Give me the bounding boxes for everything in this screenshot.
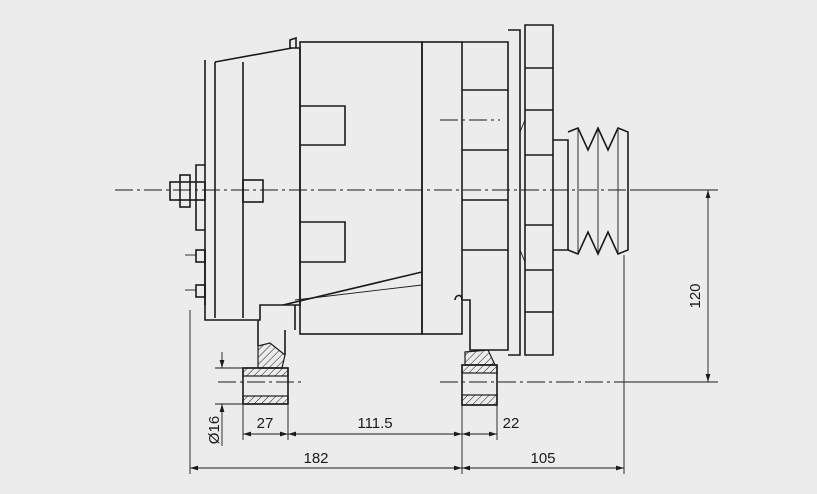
dim-27: 27 xyxy=(257,415,274,432)
alternator-body xyxy=(169,24,629,356)
dimension-lines xyxy=(190,190,711,471)
dim-22: 22 xyxy=(503,415,520,432)
dimension-labels: Ø16 27 111.5 22 182 105 120 xyxy=(206,283,704,467)
dim-182: 182 xyxy=(303,450,328,467)
dim-120: 120 xyxy=(687,283,704,308)
dim-111-5: 111.5 xyxy=(357,415,392,432)
dim-diameter-16: Ø16 xyxy=(206,416,223,444)
mounting-lugs xyxy=(242,320,498,406)
dim-105: 105 xyxy=(530,450,555,467)
